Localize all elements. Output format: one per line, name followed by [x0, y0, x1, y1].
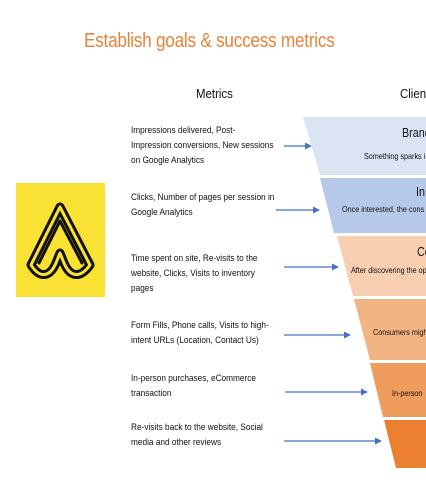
- stage-title-consideration: Co: [417, 245, 426, 259]
- stage-desc-consideration: After discovering the op: [351, 265, 426, 275]
- funnel-stage-interest: [320, 178, 426, 233]
- stage-desc-interest: Once interested, the cons: [342, 204, 425, 214]
- funnel-stage-awareness: [303, 117, 426, 175]
- arrow-interest: [276, 206, 320, 214]
- funnel-stage-consideration: [337, 236, 426, 296]
- funnel-stage-loyalty: [384, 420, 426, 468]
- metric-loyalty: Re-visits back to the website, Social me…: [131, 422, 263, 447]
- arrow-loyalty: [284, 437, 382, 445]
- stage-desc-purchase: In-person: [392, 388, 423, 398]
- funnel-stage-intent: [354, 299, 426, 360]
- funnel-stage-purchase: [370, 363, 426, 417]
- metrics-column-header: Metrics: [196, 86, 233, 101]
- stage-title-interest: In: [416, 185, 425, 199]
- metric-interest: Clicks, Number of pages per session in G…: [131, 192, 275, 217]
- arrow-intent: [284, 331, 351, 339]
- client-column-header: Client: [400, 86, 426, 101]
- letter-a-logo-icon: [16, 183, 105, 297]
- arrow-consideration: [284, 263, 339, 271]
- metric-intent: Form Fills, Phone calls, Visits to high-…: [131, 320, 269, 345]
- metric-purchase: In-person purchases, eCommerce transacti…: [131, 373, 257, 398]
- brand-logo: [16, 183, 105, 297]
- stage-title-awareness: Brand: [402, 126, 426, 140]
- metric-consideration: Time spent on site, Re-visits to the web…: [131, 253, 258, 293]
- metric-awareness: Impressions delivered, Post-Impression c…: [131, 125, 274, 165]
- stage-desc-awareness: Something sparks i: [364, 151, 426, 161]
- page-title: Establish goals & success metrics: [84, 30, 335, 52]
- stage-desc-intent: Consumers migh: [373, 327, 426, 337]
- arrow-awareness: [284, 142, 312, 150]
- arrow-purchase: [285, 388, 368, 396]
